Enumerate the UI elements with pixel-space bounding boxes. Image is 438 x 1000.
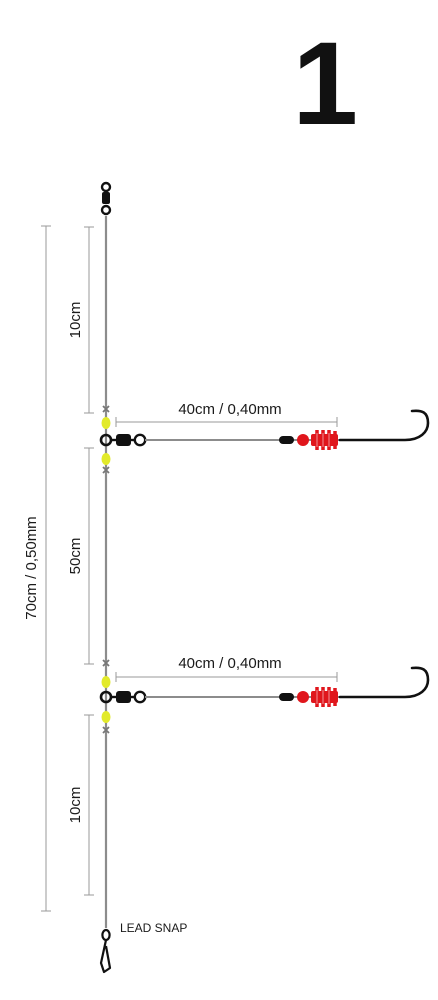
upper-snood-label: 40cm / 0,40mm bbox=[178, 401, 281, 418]
upper-red-attractor-icon bbox=[311, 430, 338, 450]
lower-red-bead bbox=[297, 691, 309, 703]
lower-yellow-bead-bottom bbox=[101, 711, 111, 723]
lower-snood-label: 40cm / 0,40mm bbox=[178, 655, 281, 672]
total-length-label: 70cm / 0,50mm bbox=[23, 516, 40, 619]
upper-hook-icon bbox=[338, 409, 430, 442]
middle-section-label: 50cm bbox=[67, 538, 84, 575]
total-length-dimension bbox=[41, 225, 51, 912]
lower-hook-icon bbox=[338, 666, 430, 699]
upper-stop-knot-lower-icon bbox=[102, 466, 110, 474]
lower-yellow-bead-top bbox=[101, 676, 111, 688]
upper-branch-swivel-icon bbox=[99, 433, 147, 447]
top-swivel-icon bbox=[100, 181, 112, 216]
lower-red-attractor-icon bbox=[311, 687, 338, 707]
top-section-dimension bbox=[84, 226, 94, 414]
upper-yellow-bead-bottom bbox=[101, 453, 111, 465]
top-section-label: 10cm bbox=[67, 302, 84, 339]
bottom-section-dimension bbox=[84, 714, 94, 896]
lead-snap-icon bbox=[99, 928, 112, 974]
lower-snood-dimension bbox=[115, 672, 338, 682]
upper-stop-knot-icon bbox=[102, 405, 110, 413]
middle-section-dimension bbox=[84, 447, 94, 665]
upper-red-bead bbox=[297, 434, 309, 446]
upper-yellow-bead-top bbox=[101, 417, 111, 429]
rig-number: 1 bbox=[292, 18, 358, 150]
upper-snood-dimension bbox=[115, 417, 338, 427]
bottom-section-label: 10cm bbox=[67, 787, 84, 824]
upper-sleeve-icon bbox=[279, 436, 294, 444]
lead-snap-label: LEAD SNAP bbox=[120, 921, 187, 935]
lower-branch-swivel-icon bbox=[99, 690, 147, 704]
lower-stop-knot-icon bbox=[102, 659, 110, 667]
lower-sleeve-icon bbox=[279, 693, 294, 701]
lower-stop-knot-lower-icon bbox=[102, 726, 110, 734]
